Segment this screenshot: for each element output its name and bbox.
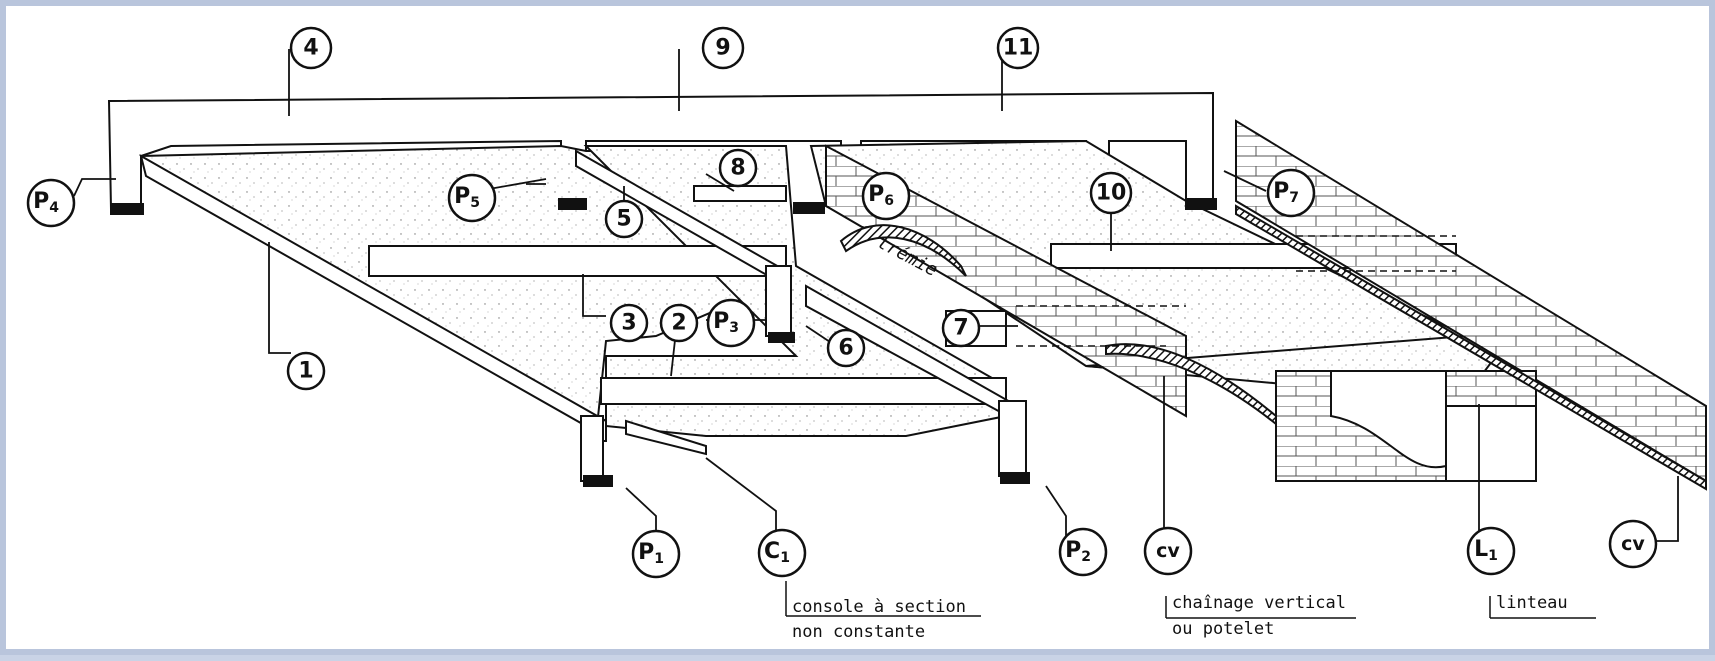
callout-cv-right: cv — [1621, 533, 1645, 555]
console-annotation-line1: console à section — [792, 597, 966, 617]
callout-cv-left: cv — [1156, 540, 1180, 562]
callout-3-circle — [609, 303, 649, 343]
callout-10-circle — [1089, 171, 1133, 215]
linteau-annotation: linteau — [1496, 593, 1568, 613]
callout-p6-circle — [861, 171, 911, 221]
leader-lines — [73, 49, 1679, 542]
column-p3 — [765, 265, 792, 337]
callout-p6: P6 — [868, 182, 894, 210]
floor-structure-diagram: 4 9 11 5 8 10 3 2 6 7 1 P4 P5 P6 P7 P3 P… — [26, 26, 1707, 642]
callout-5: 5 — [616, 207, 631, 232]
chainage-band — [1235, 204, 1707, 491]
column-p2 — [998, 400, 1027, 477]
callout-7: 7 — [953, 316, 968, 341]
callout-11-circle — [996, 26, 1040, 70]
callout-2-circle — [659, 303, 699, 343]
callout-6-circle — [826, 328, 866, 368]
callout-c1-circle — [757, 528, 807, 578]
callout-8: 8 — [730, 156, 745, 181]
masonry-walls — [825, 119, 1707, 491]
callout-cv-right-circle — [1608, 519, 1658, 569]
callout-p7: P7 — [1273, 179, 1299, 207]
callout-1-circle — [286, 351, 326, 391]
callout-9: 9 — [715, 36, 730, 61]
tremie-arc — [839, 224, 967, 277]
callout-4: 4 — [303, 36, 318, 61]
callout-l1: L1 — [1474, 537, 1498, 565]
callout-p7-circle — [1266, 168, 1316, 218]
chainage-annotation-line1: chaînage vertical — [1172, 593, 1346, 613]
column-p1 — [580, 415, 604, 482]
callout-p2: P2 — [1065, 538, 1091, 566]
callout-9-circle — [701, 26, 745, 70]
beam-8 — [693, 185, 787, 202]
callout-p4: P4 — [33, 189, 59, 217]
console-annotation-line2: non constante — [792, 622, 925, 642]
callout-l1-circle — [1466, 526, 1516, 576]
columns — [110, 198, 1217, 487]
annotations: console à section non constante chaînage… — [785, 581, 1596, 642]
callout-6: 6 — [838, 336, 853, 361]
console-c1 — [625, 419, 707, 456]
callout-p3-circle — [706, 298, 756, 348]
callout-10: 10 — [1096, 181, 1127, 206]
lintel-opening — [1445, 405, 1537, 482]
wall-left — [825, 144, 1187, 418]
callout-circles — [26, 26, 1658, 579]
chainage-annotation-line2: ou potelet — [1172, 619, 1274, 639]
callout-2: 2 — [671, 311, 686, 336]
callout-8-circle — [718, 148, 758, 188]
callout-p4-circle — [26, 178, 76, 228]
callout-1: 1 — [298, 359, 313, 384]
callout-11: 11 — [1003, 36, 1034, 61]
callout-p3: P3 — [713, 309, 739, 337]
callout-p5: P5 — [454, 184, 480, 212]
callout-p1-circle — [631, 529, 681, 579]
callout-4-circle — [289, 26, 333, 70]
callout-7-circle — [941, 308, 981, 348]
callout-labels: 4 9 11 5 8 10 3 2 6 7 1 P4 P5 P6 P7 P3 P… — [33, 36, 1645, 568]
callout-p1: P1 — [638, 540, 664, 568]
callout-5-circle — [604, 199, 644, 239]
callout-p5-circle — [447, 173, 497, 223]
callout-c1: C1 — [764, 539, 790, 567]
callout-p2-circle — [1058, 527, 1108, 577]
callout-cv-left-circle — [1143, 526, 1193, 576]
callout-3: 3 — [621, 311, 636, 336]
